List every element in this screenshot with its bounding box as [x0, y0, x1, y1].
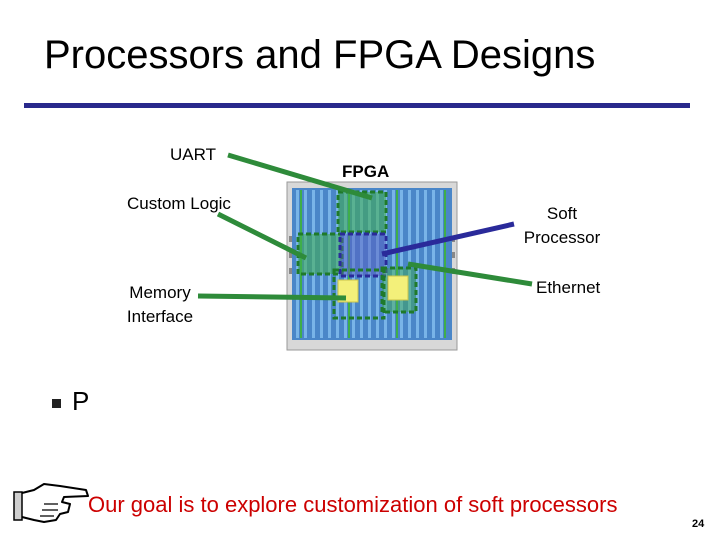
soft-processor-label: Soft Processor: [508, 202, 616, 250]
fpga-label: FPGA: [342, 162, 390, 181]
page-number: 24: [692, 518, 705, 530]
memory-interface-label: Memory Interface: [120, 281, 200, 329]
uart-label: UART: [170, 145, 216, 164]
bullet-marker: [52, 399, 61, 408]
custom-logic-label: Custom Logic: [127, 194, 231, 213]
ethernet-label: Ethernet: [536, 278, 601, 297]
uart-connector: [227, 152, 373, 201]
title-divider: [24, 103, 690, 108]
memory-interface-connector: [197, 293, 347, 301]
bullet-text: P: [72, 386, 90, 416]
memory-interface-label-line1: Memory: [129, 283, 191, 302]
goal-note: Our goal is to explore customization of …: [88, 492, 618, 517]
custom-logic-connector: [216, 211, 308, 261]
pointing-hand-icon: [13, 483, 89, 523]
soft-processor-label-line2: Processor: [523, 228, 601, 247]
soft-processor-connector: [381, 221, 515, 257]
soft-processor-label-line1: Soft: [546, 204, 578, 223]
ethernet-connector: [407, 261, 533, 287]
fpga-chip: [286, 181, 458, 351]
slide-title: Processors and FPGA Designs: [44, 33, 596, 77]
memory-interface-label-line2: Interface: [126, 307, 194, 326]
